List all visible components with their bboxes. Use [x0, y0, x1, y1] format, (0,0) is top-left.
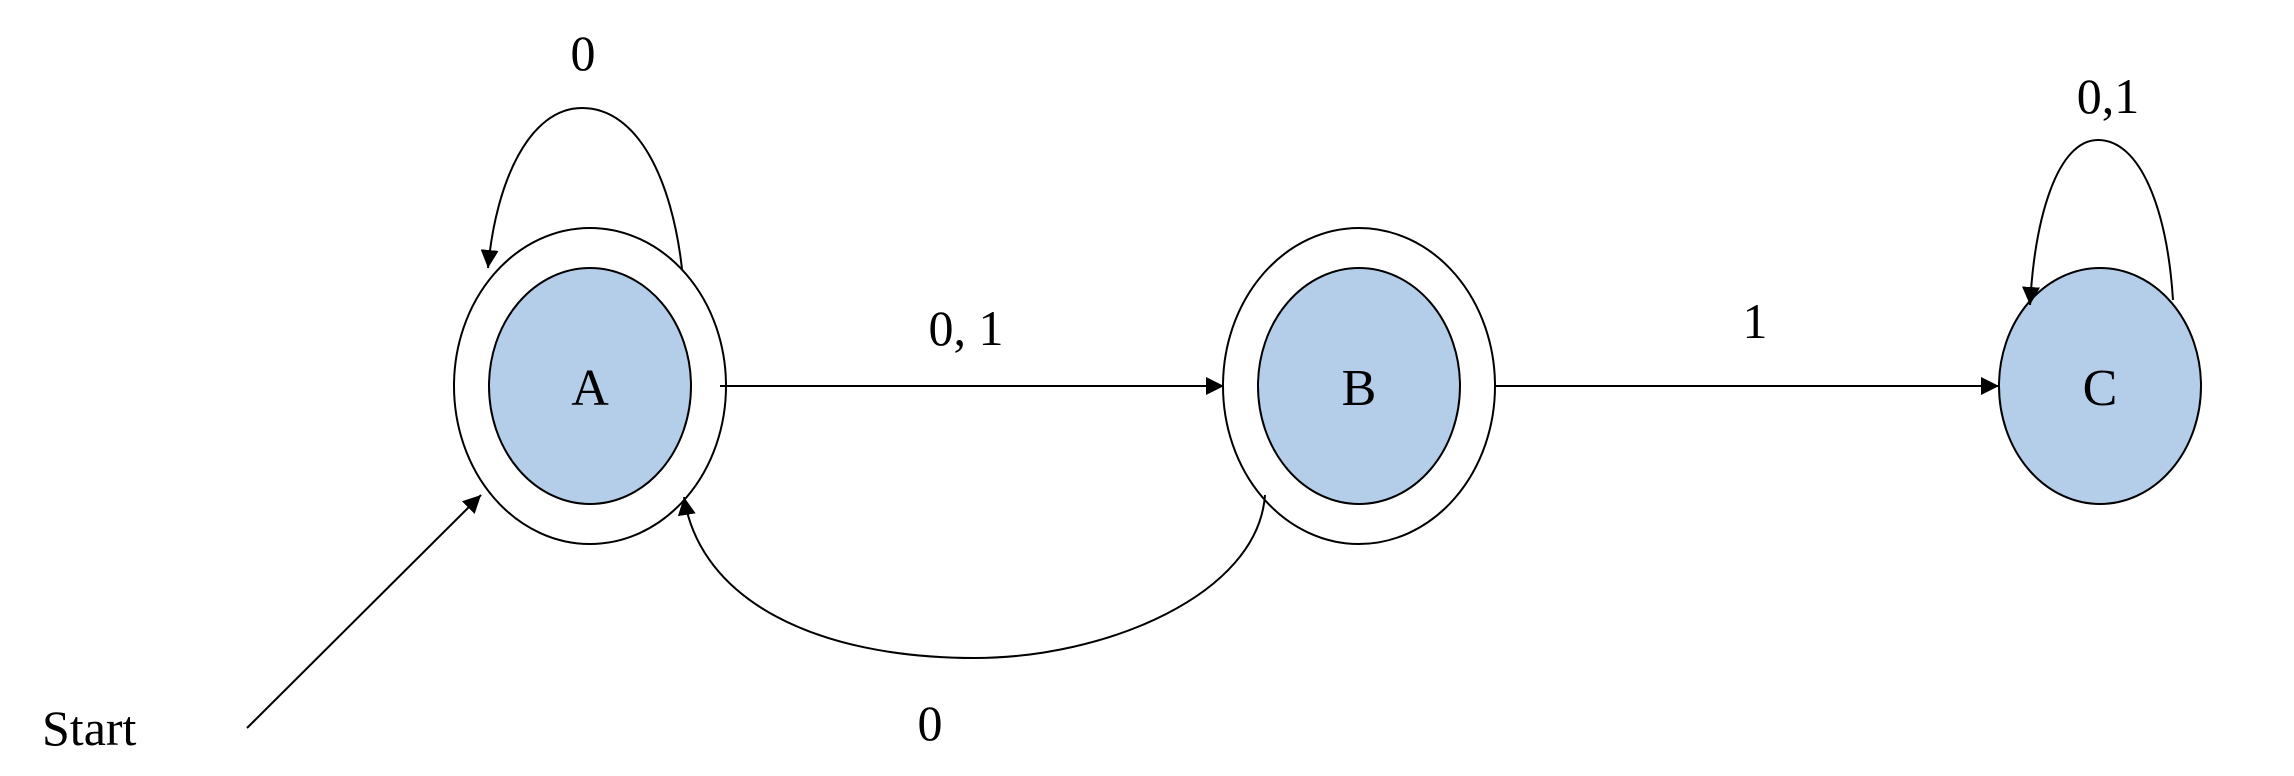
- transition-b-to-a: [677, 494, 1266, 660]
- state-a: A: [453, 227, 727, 545]
- transition-c-self-label: 0,1: [2077, 68, 2140, 124]
- state-b-inner: [1257, 267, 1461, 505]
- transition-c-self: [2022, 138, 2174, 306]
- start-label: Start: [42, 700, 137, 756]
- state-c-label: C: [2083, 360, 2118, 417]
- transition-b-to-c-label: 1: [1743, 293, 1768, 349]
- state-b-label: B: [1342, 360, 1377, 417]
- transition-a-self: [480, 106, 683, 270]
- state-b: B: [1222, 227, 1496, 545]
- transition-a-to-b-label: 0, 1: [929, 300, 1004, 356]
- state-a-inner: [488, 267, 692, 505]
- transition-b-to-a-label: 0: [918, 695, 943, 751]
- transition-a-self-label: 0: [571, 25, 596, 81]
- start-arrow: [246, 494, 482, 729]
- state-a-label: A: [571, 360, 609, 417]
